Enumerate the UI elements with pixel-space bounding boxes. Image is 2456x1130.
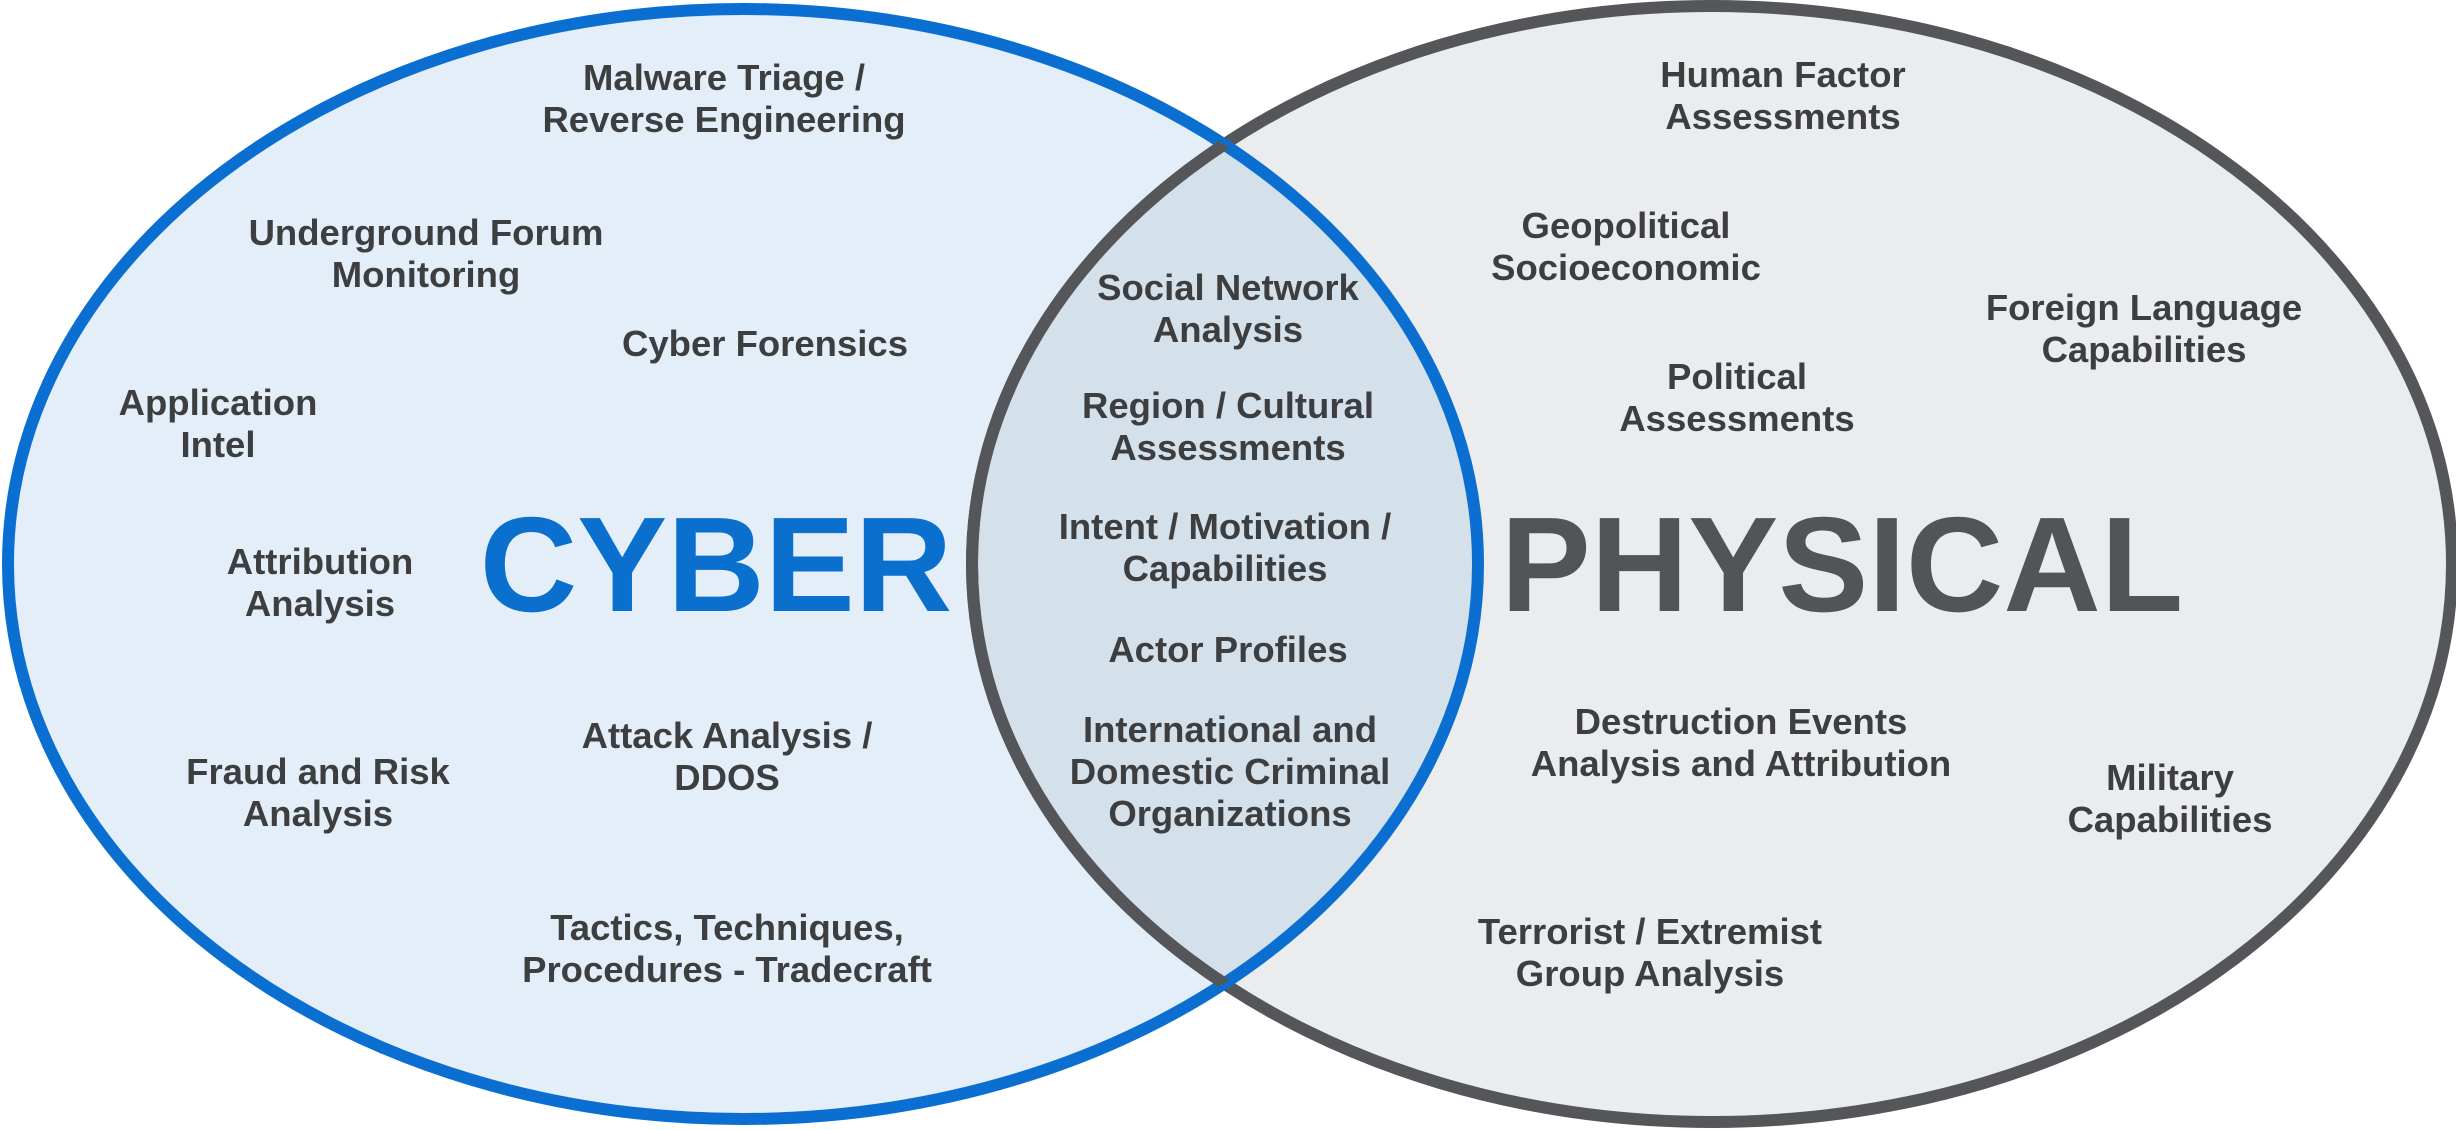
cyber-item-label-line: Tactics, Techniques, (550, 907, 904, 948)
physical-item-label-line: Capabilities (2042, 329, 2247, 370)
overlap-item-label-line: Organizations (1108, 793, 1351, 834)
physical-item-label-line: Assessments (1619, 398, 1854, 439)
cyber-item-label-line: Analysis (243, 793, 393, 834)
cyber-item-label-line: DDOS (674, 757, 779, 798)
physical-item-label-line: Terrorist / Extremist (1478, 911, 1822, 952)
cyber-item-label-line: Cyber Forensics (622, 323, 908, 364)
cyber-item-label-line: Underground Forum (249, 212, 604, 253)
cyber-item-label-line: Attribution (227, 541, 414, 582)
physical-item-label-line: Capabilities (2068, 799, 2273, 840)
physical-item-label-line: Political (1667, 356, 1807, 397)
physical-item-label-line: Geopolitical (1522, 205, 1731, 246)
cyber-item-label-line: Malware Triage / (583, 57, 865, 98)
cyber-item-label-line: Application (119, 382, 318, 423)
cyber-item-label-line: Analysis (245, 583, 395, 624)
overlap-item-label-line: International and (1083, 709, 1377, 750)
overlap-item-label: Actor Profiles (1108, 629, 1347, 670)
cyber-item-label-line: Intel (180, 424, 255, 465)
overlap-item-label-line: Capabilities (1123, 548, 1328, 589)
cyber-item-label: Malware Triage /Reverse Engineering (542, 57, 905, 140)
overlap-item-label-line: Assessments (1110, 427, 1345, 468)
cyber-item-label: Tactics, Techniques,Procedures - Tradecr… (522, 907, 932, 990)
item-labels: Malware Triage /Reverse EngineeringUnder… (119, 54, 2303, 994)
cyber-item-label: Cyber Forensics (622, 323, 908, 364)
physical-item-label-line: Assessments (1665, 96, 1900, 137)
overlap-item-label-line: Analysis (1153, 309, 1303, 350)
physical-item-label-line: Human Factor (1660, 54, 1905, 95)
physical-item-label-line: Group Analysis (1516, 953, 1784, 994)
cyber-circle-outline (2, 3, 1484, 1125)
overlap-item-label-line: Actor Profiles (1108, 629, 1347, 670)
physical-item-label-line: Destruction Events (1575, 701, 1908, 742)
cyber-item-label-line: Procedures - Tradecraft (522, 949, 932, 990)
cyber-item-label-line: Attack Analysis / (582, 715, 873, 756)
overlap-item-label-line: Domestic Criminal (1070, 751, 1390, 792)
cyber-item-label-line: Reverse Engineering (542, 99, 905, 140)
cyber-title: CYBER (480, 489, 953, 640)
physical-item-label-line: Military (2106, 757, 2234, 798)
overlap-item-label-line: Region / Cultural (1082, 385, 1374, 426)
cyber-item-label: Attack Analysis /DDOS (582, 715, 873, 798)
overlap-region-fill (972, 9, 1478, 1119)
physical-item-label-line: Analysis and Attribution (1531, 743, 1951, 784)
cyber-item-label-line: Fraud and Risk (186, 751, 450, 792)
physical-circle-outline-overlap-arc (966, 9, 1478, 1119)
overlap-item-label-line: Social Network (1097, 267, 1359, 308)
overlap-item-label-line: Intent / Motivation / (1059, 506, 1392, 547)
cyber-item-label-line: Monitoring (332, 254, 521, 295)
physical-item-label-line: Socioeconomic (1491, 247, 1761, 288)
physical-item-label-line: Foreign Language (1986, 287, 2302, 328)
physical-title: PHYSICAL (1501, 489, 2184, 640)
overlap-item-label: Intent / Motivation /Capabilities (1059, 506, 1392, 589)
